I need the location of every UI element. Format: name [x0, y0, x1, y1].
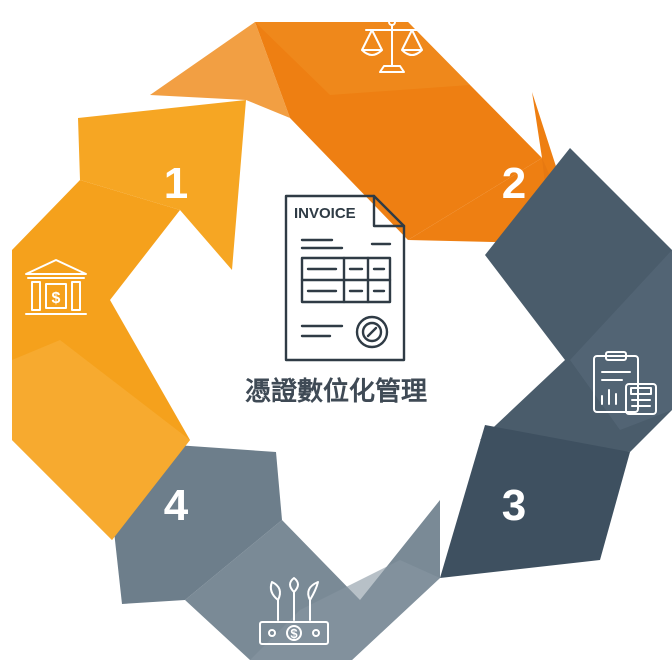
invoice-label: INVOICE: [294, 205, 356, 222]
center-title: 憑證數位化管理: [245, 376, 427, 407]
invoice-icon: INVOICE: [284, 194, 406, 362]
step-number-2: 2: [502, 159, 526, 208]
segment-3: [440, 148, 672, 578]
money-growth-icon: $: [259, 577, 329, 645]
step-number-3: 3: [502, 481, 526, 530]
bank-dollar: $: [52, 290, 61, 307]
bank-icon: $: [25, 259, 87, 315]
money-dollar: $: [290, 626, 298, 641]
scales-icon: [361, 18, 423, 73]
step-number-1: 1: [164, 159, 188, 208]
segment-1: [12, 22, 290, 540]
financial-report-icon: [593, 351, 657, 415]
step-number-4: 4: [164, 481, 189, 530]
